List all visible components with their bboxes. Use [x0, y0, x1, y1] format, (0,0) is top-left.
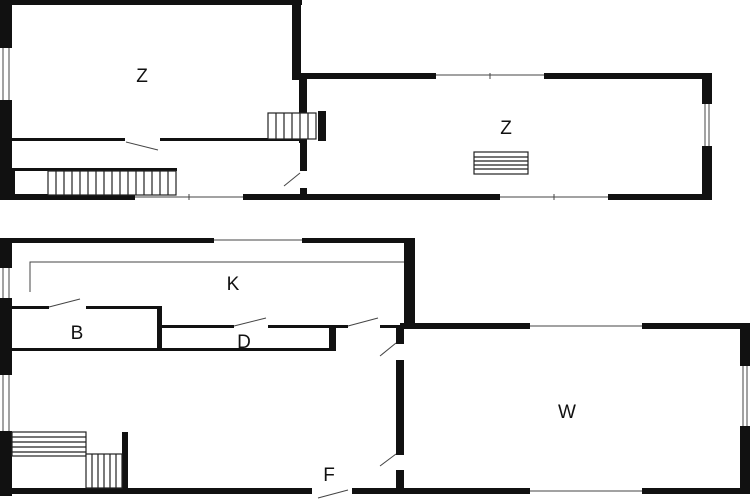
upper-staircase-small [267, 111, 326, 141]
upper-staircase-right [473, 151, 529, 175]
upper-floor-doors [125, 141, 301, 187]
room-label-hallway: F [323, 465, 335, 486]
room-label-storage-b: B [71, 323, 84, 344]
upper-floor-walls [0, 0, 712, 200]
upper-floor: Z Z [0, 0, 712, 200]
upper-floor-windows [0, 48, 712, 200]
room-label-kitchen: K [227, 274, 240, 295]
kitchen-counter [29, 261, 404, 292]
lower-floor: K B D W F [0, 238, 750, 499]
lower-staircase [11, 431, 123, 489]
room-label-upper-left: Z [136, 66, 148, 87]
upper-staircase-left [47, 170, 177, 196]
lower-floor-doors [48, 298, 397, 499]
lower-floor-windows [0, 238, 750, 494]
room-label-storage-d: D [237, 332, 251, 353]
room-label-upper-right: Z [500, 118, 512, 139]
room-label-living: W [558, 402, 576, 423]
